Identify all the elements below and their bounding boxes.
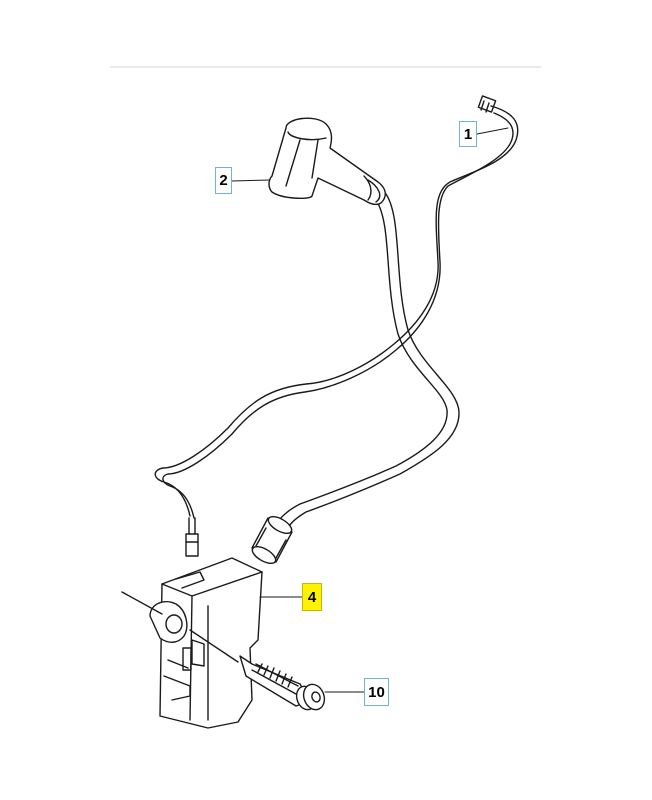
cable-sleeve — [251, 515, 293, 565]
leader-2 — [231, 179, 271, 182]
short-circuit-cable — [154, 95, 519, 557]
ignition-cable — [277, 193, 460, 529]
callout-1[interactable]: 1 — [459, 121, 477, 147]
callout-4[interactable]: 4 — [302, 583, 322, 611]
callout-2[interactable]: 2 — [215, 167, 232, 194]
ignition-module — [121, 557, 263, 729]
callout-10[interactable]: 10 — [364, 678, 389, 706]
screw — [239, 655, 326, 711]
leader-1 — [476, 127, 509, 135]
spark-plug-boot — [268, 117, 386, 206]
